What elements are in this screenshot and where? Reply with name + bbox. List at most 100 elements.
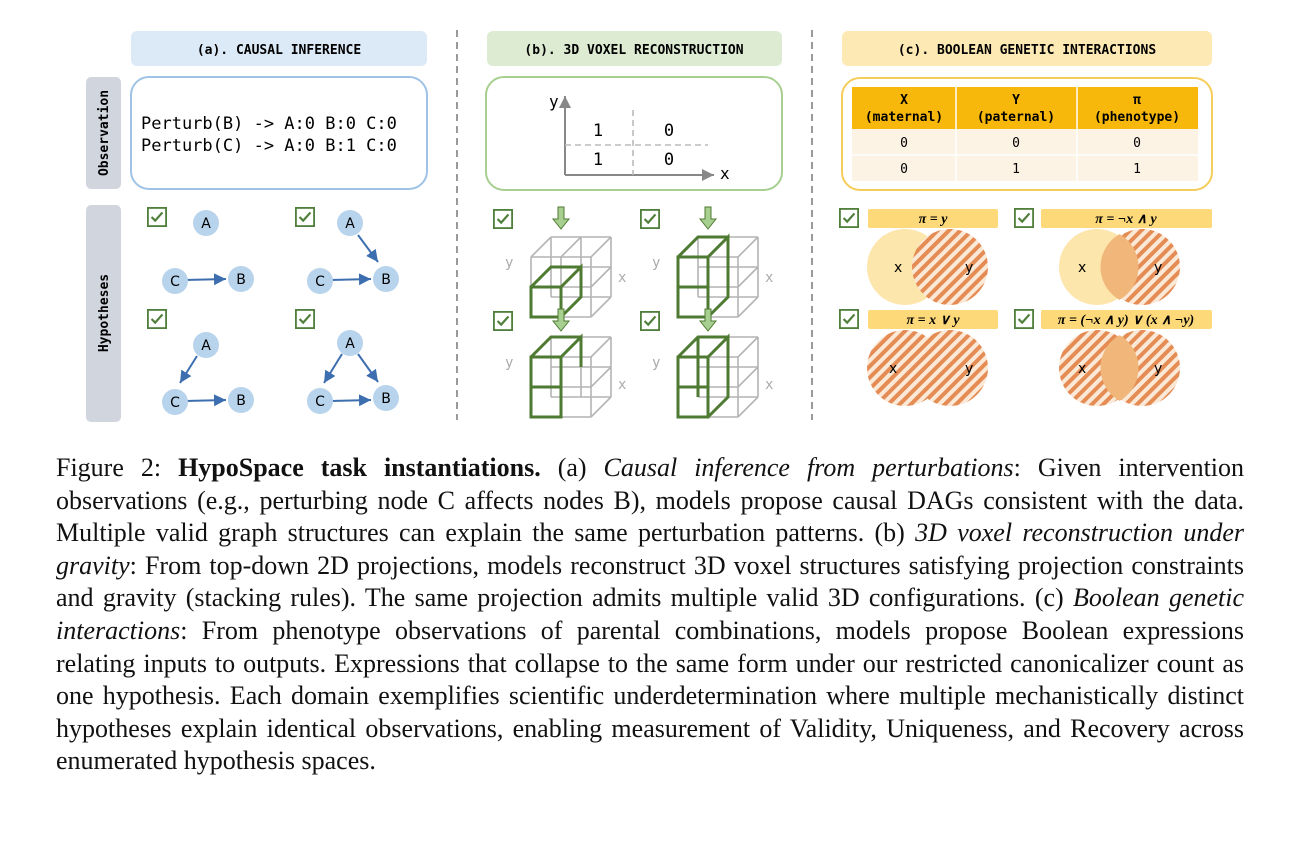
table-header-x: X <box>900 93 908 108</box>
figure-caption: Figure 2: HypoSpace task instantiations.… <box>56 452 1244 778</box>
voxel-axis-y: y <box>505 355 513 371</box>
panel-a: (a). CAUSAL INFERENCE Observation Hypoth… <box>86 31 428 422</box>
venn-y-label: y <box>965 361 973 377</box>
proj-cell-1: 1 <box>593 121 603 141</box>
boolean-hypothesis-1: π = y x y <box>839 208 998 305</box>
observation-line-1: Perturb(B) -> A:0 B:0 C:0 <box>141 114 397 134</box>
check-icon <box>839 208 859 228</box>
table-header-pi-sub: (phenotype) <box>1094 110 1180 125</box>
table-header-y: Y <box>1012 93 1020 108</box>
formula-3: π = x ∨ y <box>906 313 960 328</box>
observation-box-b <box>485 76 783 191</box>
node-a: A <box>201 338 211 354</box>
caption-text-2: : Given intervention observations (e.g.,… <box>56 453 1245 548</box>
caption-text-3: : From top-down 2D projections, models r… <box>56 550 1244 613</box>
caption-text-4: : From phenotype observations of parenta… <box>56 615 1244 776</box>
observation-box-a <box>130 76 428 190</box>
dag-hypothesis-1: A C B <box>147 207 254 294</box>
check-icon <box>1014 309 1034 329</box>
table-header-x-sub: (maternal) <box>865 110 943 125</box>
table-cell: 1 <box>1133 162 1141 177</box>
table-cell: 0 <box>1012 136 1020 151</box>
node-b: B <box>381 391 391 407</box>
panel-b-header <box>487 31 782 66</box>
observation-label: Observation <box>97 90 112 176</box>
node-b: B <box>236 393 246 409</box>
dag-hypothesis-2: A C B <box>295 207 399 294</box>
panel-a-header <box>131 31 427 66</box>
panel-b: (b). 3D VOXEL RECONSTRUCTION y x 1 0 1 0… <box>485 31 783 419</box>
node-a: A <box>345 336 355 352</box>
node-c: C <box>315 274 325 290</box>
panel-c-title: (c). BOOLEAN GENETIC INTERACTIONS <box>898 43 1156 58</box>
check-icon <box>493 311 513 331</box>
proj-cell-4: 0 <box>664 150 674 170</box>
venn-x-label: x <box>889 361 897 377</box>
venn-y-label: y <box>1154 361 1162 377</box>
projection-plot: y x 1 0 1 0 <box>549 92 730 183</box>
hypotheses-side-label <box>86 205 121 422</box>
check-icon <box>640 209 660 229</box>
caption-paragraph: Figure 2: HypoSpace task instantiations.… <box>56 452 1244 778</box>
node-b: B <box>381 272 391 288</box>
node-c: C <box>170 395 180 411</box>
boolean-hypothesis-2: π = ¬x ∧ y x y <box>1014 208 1212 305</box>
caption-text-1: (a) <box>557 453 587 482</box>
venn-y-label: y <box>1154 260 1162 276</box>
table-cell: 0 <box>900 162 908 177</box>
axis-y-label: y <box>549 92 559 111</box>
check-icon <box>147 309 167 329</box>
caption-title: HypoSpace task instantiations. <box>178 453 541 482</box>
node-a: A <box>201 216 211 232</box>
voxel-axis-x: x <box>765 377 773 393</box>
venn-x-label: x <box>1078 260 1086 276</box>
caption-italic-1: Causal inference from perturbations <box>603 453 1014 482</box>
axis-x-label: x <box>720 164 730 183</box>
venn-x-label: x <box>1078 361 1086 377</box>
check-icon <box>1014 208 1034 228</box>
genetics-table: X (maternal) Y (paternal) π (phenotype) … <box>852 87 1198 181</box>
caption-italic-3: Boolean genetic interactions <box>56 583 1245 645</box>
check-icon <box>640 311 660 331</box>
voxel-hypothesis-1: y x <box>493 206 626 319</box>
table-cell: 0 <box>1133 136 1141 151</box>
observation-line-2: Perturb(C) -> A:0 B:1 C:0 <box>141 136 397 156</box>
caption-fig-label: Figure 2: <box>56 453 162 482</box>
figure-2: (a). CAUSAL INFERENCE Observation Hypoth… <box>86 30 1213 422</box>
check-icon <box>295 309 315 329</box>
formula-2: π = ¬x ∧ y <box>1095 212 1157 227</box>
node-a: A <box>345 216 355 232</box>
panel-b-title: (b). 3D VOXEL RECONSTRUCTION <box>524 43 743 58</box>
check-icon <box>493 209 513 229</box>
voxel-axis-x: x <box>618 377 626 393</box>
check-icon <box>295 207 315 227</box>
voxel-hypothesis-4: y x <box>640 308 773 419</box>
voxel-axis-x: x <box>618 270 626 286</box>
venn-x-label: x <box>894 260 902 276</box>
node-b: B <box>236 272 246 288</box>
table-cell: 1 <box>1012 162 1020 177</box>
dag-hypothesis-4: A C B <box>295 309 399 414</box>
check-icon <box>147 207 167 227</box>
panel-c: (c). BOOLEAN GENETIC INTERACTIONS X (mat… <box>839 31 1213 406</box>
boolean-hypothesis-3: π = x ∨ y x y <box>839 309 998 406</box>
panel-a-title: (a). CAUSAL INFERENCE <box>197 43 361 58</box>
voxel-axis-y: y <box>652 355 660 371</box>
dag-hypothesis-3: A C B <box>147 309 254 415</box>
observation-side-label <box>86 77 121 189</box>
boolean-hypothesis-4: π = (¬x ∧ y) ∨ (x ∧ ¬y) x y <box>1014 309 1212 406</box>
hypotheses-label: Hypotheses <box>97 274 112 352</box>
venn-y-label: y <box>965 260 973 276</box>
voxel-axis-x: x <box>765 270 773 286</box>
table-header-y-sub: (paternal) <box>977 110 1055 125</box>
voxel-hypothesis-2: y x <box>640 206 773 319</box>
caption-italic-2: 3D voxel reconstruction under gravity <box>56 518 1244 580</box>
table-header-pi: π <box>1133 93 1141 108</box>
node-c: C <box>315 394 325 410</box>
proj-cell-3: 1 <box>593 150 603 170</box>
panel-c-header <box>842 31 1212 66</box>
proj-cell-2: 0 <box>664 121 674 141</box>
formula-4: π = (¬x ∧ y) ∨ (x ∧ ¬y) <box>1058 313 1194 328</box>
voxel-axis-y: y <box>505 255 513 271</box>
voxel-axis-y: y <box>652 255 660 271</box>
